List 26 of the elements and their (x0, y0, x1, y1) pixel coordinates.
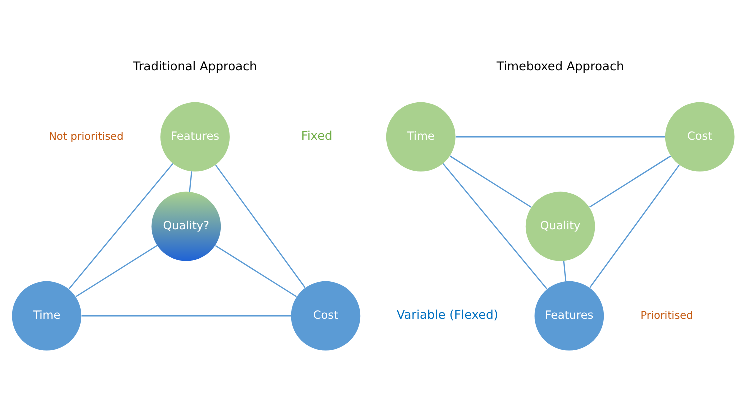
node-label: Not prioritised (49, 130, 124, 142)
connector (442, 163, 548, 289)
connector (450, 155, 532, 208)
label: Traditional Approach (133, 59, 258, 74)
node-circle: Cost (665, 102, 735, 172)
connector (563, 260, 567, 282)
connector (82, 315, 292, 316)
connector (456, 136, 666, 138)
connector (590, 164, 680, 288)
connector (215, 244, 298, 297)
node-circle: Quality (526, 191, 596, 261)
node-circle: Cost (291, 280, 361, 350)
node-circle: Features (534, 280, 604, 350)
node-circle: Quality? (152, 191, 222, 261)
connector (68, 163, 174, 289)
label: Variable (Flexed) (396, 307, 498, 322)
node-label: Prioritised (640, 309, 694, 322)
connector (216, 164, 306, 288)
connector (189, 171, 192, 192)
node-circle: Time (12, 280, 82, 350)
connector (76, 244, 158, 297)
connector (589, 155, 672, 208)
label: Timeboxed Approach (496, 59, 624, 74)
node-circle: Time (386, 102, 456, 172)
label: Fixed (301, 128, 333, 142)
node-circle: Features (160, 102, 230, 172)
